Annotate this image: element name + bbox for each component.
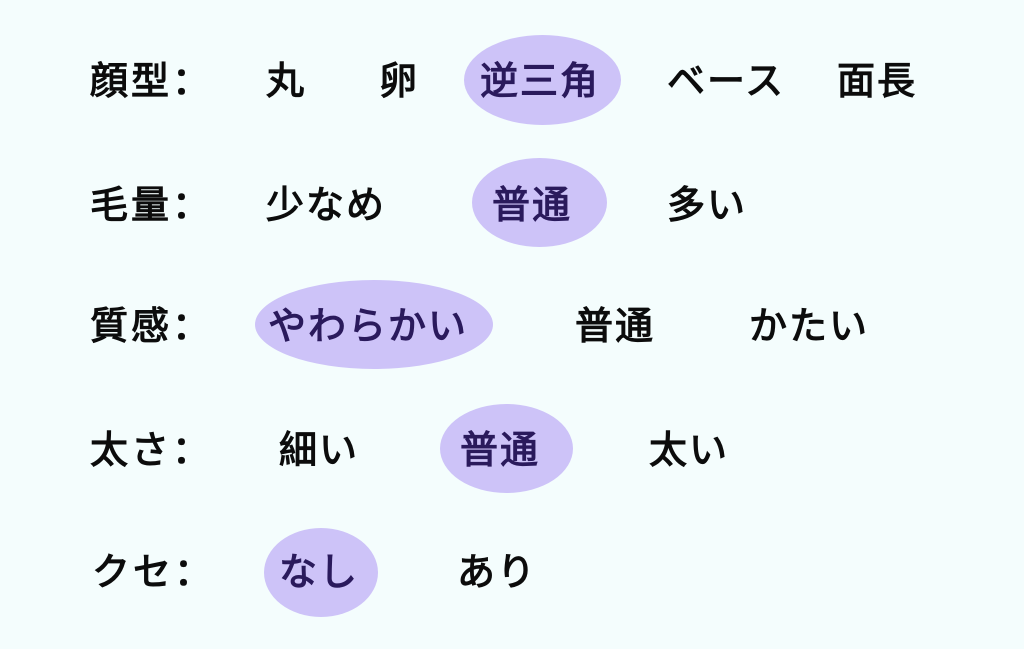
option-face-oval: 卵: [379, 59, 420, 103]
row-label-texture: 質感：: [90, 304, 214, 348]
option-texture-soft: やわらかい: [268, 304, 469, 348]
option-volume-normal: 普通: [492, 183, 573, 227]
selection-highlight-thickness: [440, 404, 573, 493]
option-face-long: 面長: [837, 59, 918, 103]
option-face-round: 丸: [266, 59, 307, 103]
option-thickness-normal: 普通: [460, 428, 541, 472]
option-volume-more: 多い: [667, 183, 748, 227]
row-label-face-shape: 顔型：: [90, 59, 214, 103]
option-thickness-thin: 細い: [279, 428, 360, 472]
option-face-inverted-triangle: 逆三角: [480, 59, 601, 103]
option-face-base: ベース: [667, 59, 786, 103]
row-label-hair-volume: 毛量：: [90, 183, 214, 227]
selection-highlight-hair-volume: [472, 158, 607, 247]
option-volume-less: 少なめ: [266, 183, 387, 227]
selection-highlight-texture: [255, 280, 493, 369]
option-curl-none: なし: [279, 550, 360, 594]
option-thickness-thick: 太い: [649, 428, 730, 472]
row-label-curl: クセ：: [92, 550, 216, 594]
selection-highlight-curl: [264, 528, 378, 617]
option-texture-hard: かたい: [749, 304, 870, 348]
row-label-thickness: 太さ：: [90, 428, 214, 472]
selection-highlight-face-shape: [464, 35, 621, 125]
option-texture-normal: 普通: [575, 304, 656, 348]
option-curl-present: あり: [457, 550, 538, 594]
